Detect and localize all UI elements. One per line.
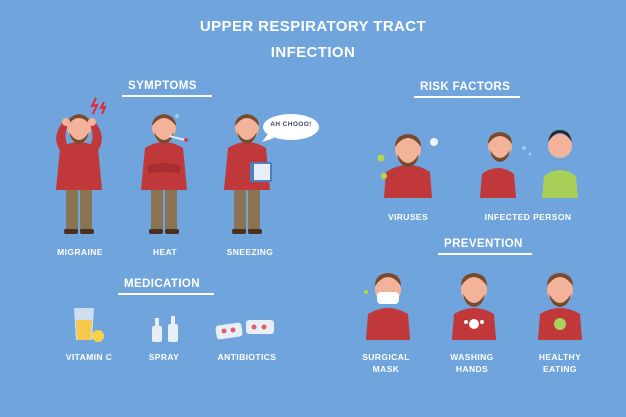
apple-man-icon	[538, 273, 582, 340]
medication-underline	[118, 293, 214, 295]
healthy-eating-label-1: HEALTHY	[538, 352, 582, 362]
symptoms-underline	[122, 95, 212, 97]
prevention-heading: PREVENTION	[444, 238, 523, 250]
pill-blister-icon	[215, 320, 274, 340]
washing-hands-label-1: WASHING	[450, 352, 494, 362]
sneezing-label: SNEEZING	[226, 247, 274, 257]
vitamin-glass-icon	[74, 308, 104, 342]
antibiotics-label: ANTIBIOTICS	[217, 352, 277, 362]
thermometer-man-icon	[141, 114, 188, 234]
risk-factors-heading: RISK FACTORS	[420, 81, 511, 93]
title-line-2: INFECTION	[270, 44, 356, 61]
infected-person-icon	[480, 130, 578, 198]
sneeze-speech-text: AH CHOOO!	[270, 121, 312, 128]
washing-hands-man-icon	[452, 273, 496, 340]
surgical-mask-label-2: MASK	[372, 364, 400, 374]
title-line-1: UPPER RESPIRATORY TRACT	[199, 18, 427, 35]
headache-man-icon	[56, 97, 107, 234]
spray-label: SPRAY	[148, 352, 180, 362]
prevention-underline	[438, 253, 532, 255]
medication-heading: MEDICATION	[124, 278, 200, 290]
vitamin-c-label: VITAMIN C	[65, 352, 113, 362]
surgical-mask-label-1: SURGICAL	[362, 352, 410, 362]
risk-factors-underline	[414, 96, 520, 98]
infected-person-label: INFECTED PERSON	[484, 212, 572, 222]
virus-man-icon	[377, 134, 438, 198]
nasal-spray-icon	[152, 316, 178, 342]
sneezing-man-icon	[224, 114, 272, 234]
viruses-label: VIRUSES	[387, 212, 429, 222]
healthy-eating-label-2: EATING	[543, 364, 577, 374]
mask-man-icon	[364, 273, 410, 340]
speech-cloud	[262, 114, 319, 142]
heat-label: HEAT	[152, 247, 178, 257]
migraine-label: MIGRAINE	[57, 247, 103, 257]
symptoms-heading: SYMPTOMS	[128, 80, 197, 92]
washing-hands-label-2: HANDS	[455, 364, 489, 374]
